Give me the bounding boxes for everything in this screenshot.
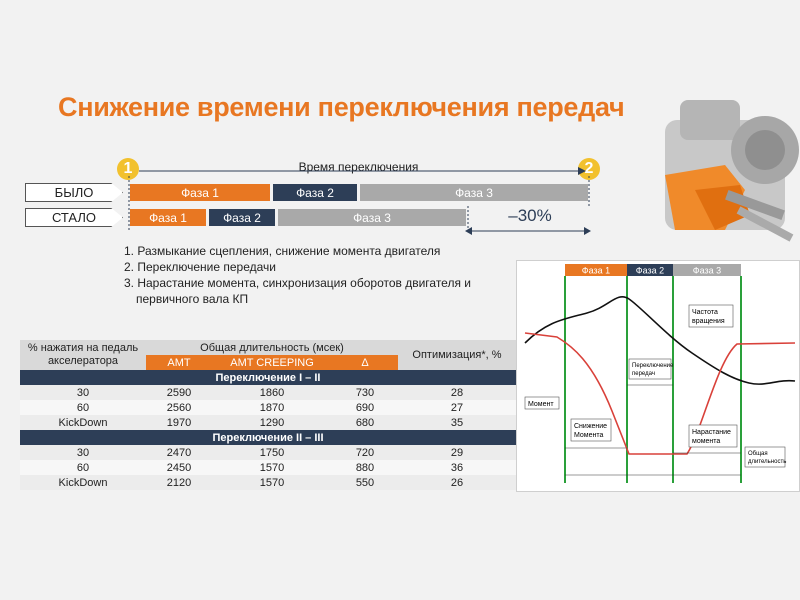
diagram-phase-3-bar bbox=[673, 264, 741, 276]
label-rise-1: Нарастание bbox=[692, 429, 731, 436]
gearbox-illustration bbox=[665, 100, 799, 242]
col-amt: AMT bbox=[146, 355, 212, 370]
col-pedal: % нажатия на педаль акселератора bbox=[27, 342, 139, 367]
diagram-phase-1: Фаза 1 bbox=[582, 266, 610, 276]
label-speed-2: вращения bbox=[692, 318, 725, 325]
steps-list: 1. Размыкание сцепления, снижение момент… bbox=[124, 243, 471, 307]
diagram-phase-3: Фаза 3 bbox=[693, 266, 721, 276]
col-total: Общая длительность (мсек) bbox=[200, 341, 344, 354]
before-phase-3: Фаза 3 bbox=[360, 184, 588, 201]
before-phase-1: Фаза 1 bbox=[130, 184, 270, 201]
diagram-phase-1-bar bbox=[565, 264, 627, 276]
diagram-phase-2-bar bbox=[627, 264, 673, 276]
step-3-cont: первичного вала КП bbox=[136, 292, 249, 306]
shift-time-table: % нажатия на педаль акселератора Общая д… bbox=[20, 340, 516, 490]
row-label-before: БЫЛО bbox=[25, 183, 123, 202]
shift-diagram-svg: Фаза 1 Фаза 2 Фаза 3 Частота вращения Пе… bbox=[524, 264, 796, 483]
label-moment: Момент bbox=[528, 401, 554, 408]
diagram-phase-2: Фаза 2 bbox=[636, 266, 664, 276]
timeline-arrow bbox=[139, 167, 586, 175]
col-opt: Оптимизация*, % bbox=[412, 349, 502, 361]
label-drop-1: Снижение bbox=[574, 423, 607, 430]
reduction-arrow bbox=[465, 227, 591, 235]
section-title: Переключение I – II bbox=[20, 370, 516, 385]
step-1: 1. Размыкание сцепления, снижение момент… bbox=[124, 244, 441, 258]
label-shift-1: Переключение bbox=[632, 363, 674, 369]
speed-curve bbox=[524, 296, 796, 385]
step-3: 3. Нарастание момента, синхронизация обо… bbox=[124, 276, 471, 290]
label-rise-2: момента bbox=[692, 438, 720, 445]
label-shift-2: передач bbox=[632, 371, 655, 377]
timeline-guides bbox=[128, 176, 590, 234]
after-phase-2: Фаза 2 bbox=[209, 209, 275, 226]
row-label-after: СТАЛО bbox=[25, 208, 123, 227]
marker-end: 2 bbox=[578, 158, 600, 180]
label-total-1: Общая bbox=[748, 451, 768, 457]
after-phase-3: Фаза 3 bbox=[278, 209, 466, 226]
label-drop-2: Момента bbox=[574, 432, 604, 439]
table-subheader: AMT AMT CREEPING Δ bbox=[20, 355, 516, 370]
step-2: 2. Переключение передачи bbox=[124, 260, 276, 274]
table-header: % нажатия на педаль акселератора Общая д… bbox=[20, 340, 516, 367]
shift-diagram: Фаза 1 Фаза 2 Фаза 3 Частота вращения Пе… bbox=[516, 260, 800, 492]
section-title: Переключение II – III bbox=[20, 430, 516, 445]
label-speed-1: Частота bbox=[692, 309, 718, 316]
reduction-value: –30% bbox=[508, 206, 552, 225]
after-phase-1: Фаза 1 bbox=[130, 209, 206, 226]
before-phase-2: Фаза 2 bbox=[273, 184, 357, 201]
marker-start: 1 bbox=[117, 158, 139, 180]
torque-curve bbox=[524, 332, 796, 455]
col-delta: Δ bbox=[332, 355, 398, 370]
col-creep: AMT CREEPING bbox=[212, 355, 332, 370]
page-title: Снижение времени переключения передач bbox=[58, 92, 625, 122]
label-total-2: длительность bbox=[748, 459, 786, 465]
